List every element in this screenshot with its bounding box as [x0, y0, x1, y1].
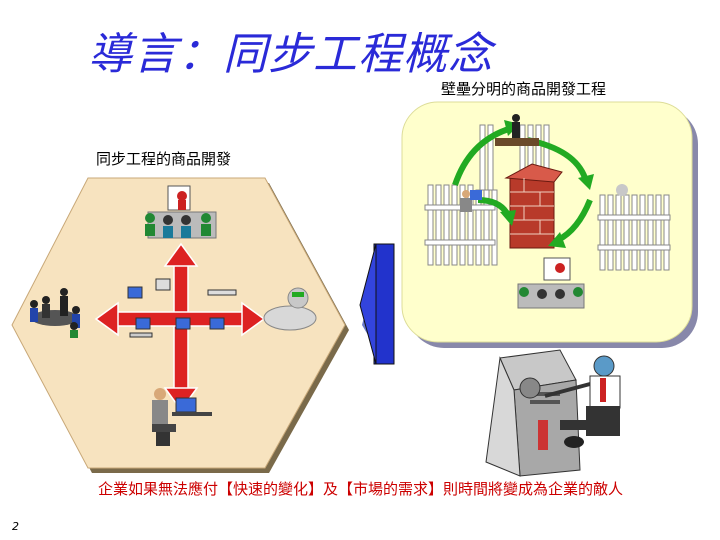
page-number: 2: [12, 520, 19, 533]
blue-left-arrow: [360, 244, 394, 364]
bottom-warning-text: 企業如果無法應付【快速的變化】及【市場的需求】則時間將變成為企業的敵人: [98, 478, 623, 499]
brick-wall: [506, 164, 562, 248]
computer-tower-businessman-icon: [486, 350, 620, 476]
